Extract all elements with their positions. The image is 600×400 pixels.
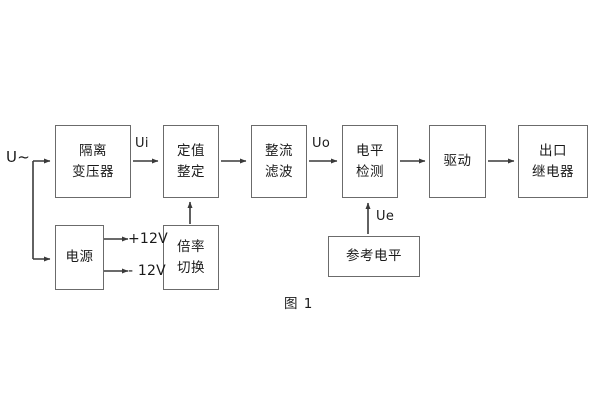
block-reference-level[interactable]: 参考电平	[328, 236, 420, 277]
block-rectify-filter-line-2: 滤波	[265, 163, 293, 180]
signal-label-ue: Ue	[376, 209, 394, 224]
block-setting-value-line-2: 整定	[177, 163, 205, 180]
block-rectify-filter-line-1: 整流	[265, 143, 293, 160]
block-output-relay-line-2: 继电器	[532, 163, 574, 180]
signal-label-uo: Uo	[312, 136, 330, 151]
block-power-supply-line-1: 电源	[65, 249, 94, 266]
block-setting-value-line-1: 定值	[177, 143, 205, 160]
block-level-detect-line-2: 检测	[356, 163, 384, 180]
input-voltage-text: U~	[6, 148, 31, 166]
block-setting-value[interactable]: 定值 整定	[163, 125, 219, 198]
input-voltage-label: U~	[6, 148, 30, 166]
block-ratio-switch-line-2: 切换	[177, 259, 205, 276]
signal-label-ui-text: Ui	[135, 136, 149, 151]
rail-label-negative-text: - 12V	[128, 263, 166, 279]
block-level-detect-line-1: 电平	[356, 143, 384, 160]
signal-label-ue-text: Ue	[376, 209, 395, 224]
rail-label-negative: - 12V	[128, 263, 166, 279]
block-drive-line-1: 驱动	[443, 153, 472, 170]
block-rectify-filter[interactable]: 整流 滤波	[251, 125, 307, 198]
signal-label-uo-text: Uo	[312, 136, 331, 151]
signal-label-ui: Ui	[135, 136, 149, 151]
block-reference-level-line-1: 参考电平	[346, 248, 402, 265]
block-drive[interactable]: 驱动	[429, 125, 486, 198]
block-output-relay[interactable]: 出口 继电器	[518, 125, 588, 198]
block-isolation-transformer[interactable]: 隔离 变压器	[55, 125, 131, 198]
block-ratio-switch[interactable]: 倍率 切换	[163, 225, 219, 290]
block-isolation-transformer-line-1: 隔离	[79, 143, 107, 160]
figure-caption-text: 图 1	[284, 296, 314, 312]
rail-label-positive-text: +12V	[128, 231, 168, 247]
block-power-supply[interactable]: 电源	[55, 225, 104, 290]
block-ratio-switch-line-1: 倍率	[177, 239, 205, 256]
block-level-detect[interactable]: 电平 检测	[342, 125, 398, 198]
figure-caption: 图 1	[284, 292, 313, 312]
block-isolation-transformer-line-2: 变压器	[72, 163, 114, 180]
rail-label-positive: +12V	[128, 231, 168, 247]
block-output-relay-line-1: 出口	[539, 143, 567, 160]
